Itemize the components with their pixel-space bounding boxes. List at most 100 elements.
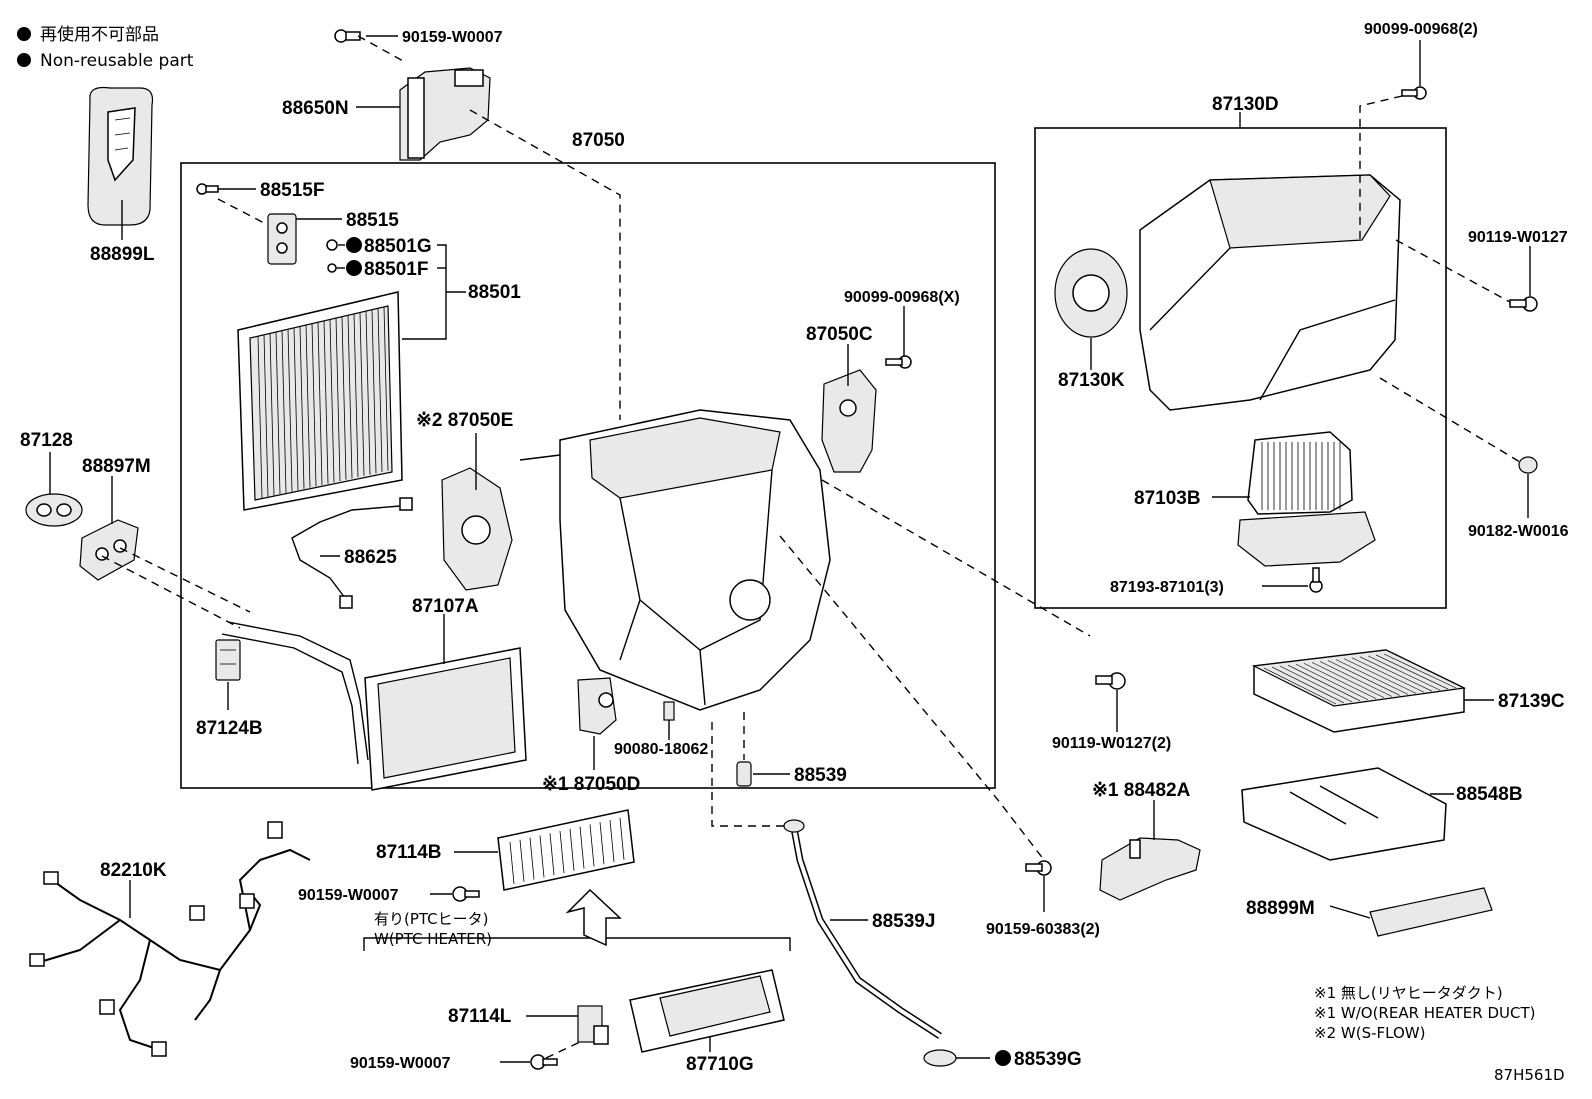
part-88539j-hose-drawing	[783, 819, 942, 1039]
hatch-line	[317, 321, 323, 486]
footnotes: ※1 無し(リヤヒータダクト) ※1 W/O(REAR HEATER DUCT)…	[1314, 984, 1535, 1042]
label-88501g: 88501G	[364, 236, 432, 257]
hatch-line	[1295, 663, 1369, 701]
hatch-line	[377, 307, 383, 473]
label-90119-w0127: 90119-W0127	[1468, 229, 1568, 246]
hatch-line	[1287, 664, 1361, 702]
label-87710g: 87710G	[686, 1054, 754, 1075]
hatch-line	[599, 822, 605, 865]
hatch-line	[1263, 667, 1337, 705]
hatch-line	[1335, 659, 1409, 695]
hatch-line	[569, 828, 575, 871]
legend-label-jp: 再使用不可部品	[40, 24, 159, 45]
hatch-line	[299, 326, 305, 489]
hatch-line	[341, 316, 347, 480]
hatch-line	[305, 324, 311, 488]
screw-90159-w0007-mid	[452, 886, 480, 902]
hatch-line	[359, 312, 365, 476]
label-90099-00968-2: 90099-00968(2)	[1364, 21, 1478, 38]
label-87107a: 87107A	[412, 596, 479, 617]
label-90159-w0007-mid: 90159-W0007	[298, 887, 399, 904]
label-90099-00968x: 90099-00968(X)	[844, 289, 960, 306]
o-ring-88501g	[326, 239, 338, 251]
part-87114b-ptc-heater-drawing	[497, 809, 635, 891]
label-88539g: 88539G	[1014, 1049, 1082, 1070]
screw-87193-87101-3	[1309, 567, 1323, 593]
hatch-line	[609, 819, 615, 863]
label-90159-w0007-top: 90159-W0007	[402, 29, 503, 46]
part-88899l-drawing	[87, 86, 154, 226]
bolt-90159-60383-2	[1025, 860, 1052, 876]
hatch-line	[275, 331, 281, 495]
bolt-90159-w0007-top	[334, 29, 361, 43]
label-87130k: 87130K	[1058, 370, 1125, 391]
hatch-line	[293, 327, 299, 491]
clip-90080-18062	[663, 701, 675, 721]
hatch-line	[519, 839, 525, 882]
hatch-line	[1367, 655, 1441, 691]
bolt-88515f	[196, 183, 219, 195]
legend: 再使用不可部品 Non-reusable part	[17, 24, 194, 71]
hatch-line	[1351, 657, 1425, 693]
screw-90159-w0007-bot	[530, 1054, 558, 1070]
hatch-line	[323, 320, 329, 484]
label-87124b: 87124B	[196, 718, 263, 739]
part-82210k-harness-drawing	[29, 821, 311, 1057]
hatch-line	[353, 313, 359, 478]
label-90159-60383-2: 90159-60383(2)	[986, 921, 1100, 938]
label-87114b: 87114B	[376, 842, 442, 863]
label-90159-w0007-bot: 90159-W0007	[350, 1055, 451, 1072]
hatch-line	[589, 824, 595, 867]
part-88899m-drawing	[1369, 887, 1493, 937]
label-87139c: 87139C	[1498, 691, 1565, 712]
part-88539-drawing	[736, 761, 752, 787]
hatch-line	[1359, 656, 1433, 692]
label-88625: 88625	[344, 547, 397, 568]
label-88482a: ※1 88482A	[1092, 780, 1191, 801]
leader-lines	[49, 35, 1531, 1063]
ptc-heater-bracket	[363, 937, 791, 951]
part-87050c-drawing	[821, 369, 877, 473]
hatch-line	[1375, 654, 1449, 690]
non-reusable-dot-icon	[995, 1050, 1011, 1066]
label-87114l: 87114L	[448, 1006, 512, 1027]
hatch-line	[579, 826, 585, 869]
label-87193-87101-3: 87193-87101(3)	[1110, 579, 1224, 596]
footnote-1-jp: ※1 無し(リヤヒータダクト)	[1314, 984, 1503, 1002]
non-reusable-dot-icon	[346, 237, 362, 253]
hvac-housing-87050-drawing	[519, 409, 831, 711]
screw-90099-00968x	[885, 355, 912, 369]
non-reusable-dot-icon	[17, 53, 31, 67]
hatch-line	[281, 330, 287, 493]
label-88650n: 88650N	[282, 98, 349, 119]
label-87050e: ※2 87050E	[416, 410, 513, 431]
part-88625-harness	[291, 505, 401, 599]
footnote-1-en: ※1 W/O(REAR HEATER DUCT)	[1314, 1004, 1535, 1022]
hatch-line	[529, 837, 535, 880]
part-88501-evaporator-drawing	[237, 291, 403, 511]
part-88482a-drawing	[1099, 837, 1201, 901]
connector-88625-b	[339, 595, 353, 609]
part-87103b-blower-motor-drawing	[1237, 431, 1376, 567]
hatch-line	[1319, 661, 1393, 697]
label-88548b: 88548B	[1456, 784, 1523, 805]
label-88897m: 88897M	[82, 456, 151, 477]
part-88548b-drawing	[1241, 767, 1447, 861]
label-88899l: 88899L	[90, 244, 155, 265]
legend-label-en: Non-reusable part	[40, 51, 194, 71]
part-87114l-drawing	[577, 1005, 609, 1045]
hatch-line	[509, 841, 515, 885]
label-88899m: 88899M	[1246, 898, 1315, 919]
connector-88625-a	[399, 497, 413, 511]
ptc-heater-label-en: W(PTC HEATER)	[374, 930, 492, 948]
hatch-line	[371, 309, 377, 474]
o-ring-88501f	[327, 263, 337, 273]
part-87128-drawing	[25, 493, 83, 527]
part-88650n-drawing	[399, 67, 491, 161]
bolt-90119-w0127-2	[1095, 672, 1126, 690]
hatch-line	[263, 334, 269, 497]
part-87050d-drawing	[577, 677, 617, 735]
assembly-box-87050	[180, 162, 996, 789]
hatch-line	[1303, 663, 1377, 699]
